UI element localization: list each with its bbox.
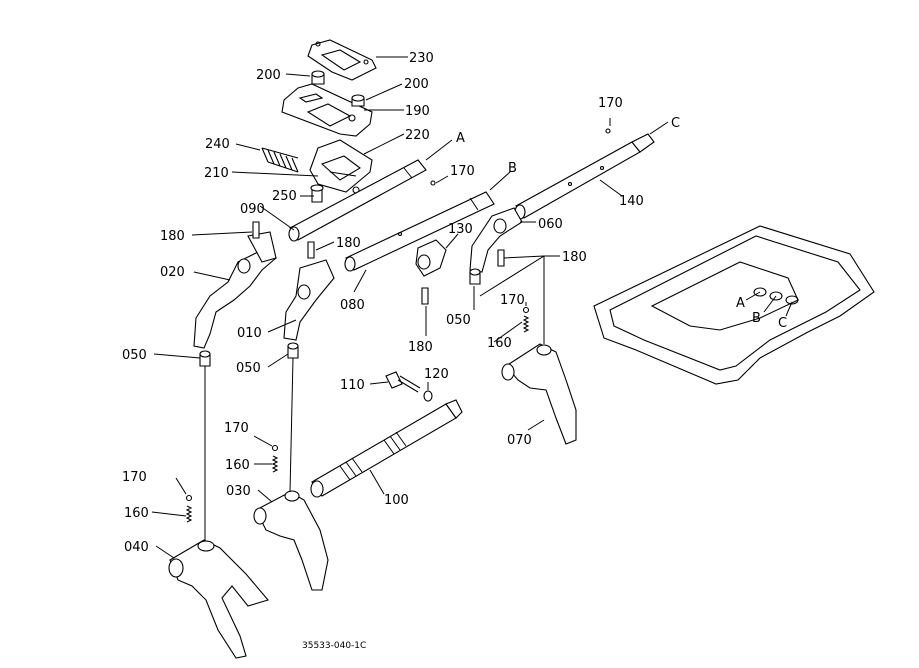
label-160-mid: 160	[225, 458, 250, 473]
plate-190	[281, 83, 373, 137]
pin-180-lower	[421, 287, 429, 305]
label-case-a: A	[736, 296, 745, 311]
detent-050-left	[199, 350, 211, 367]
dot-170-near-rod-b	[430, 180, 436, 186]
label-160-right: 160	[487, 336, 512, 351]
label-100: 100	[384, 493, 409, 508]
label-180-lower: 180	[408, 340, 433, 355]
pin-180-right	[497, 249, 505, 267]
label-080: 080	[340, 298, 365, 313]
label-130: 130	[448, 222, 473, 237]
arm-060	[469, 207, 523, 273]
label-170-left: 170	[122, 470, 147, 485]
label-240: 240	[205, 137, 230, 152]
label-020: 020	[160, 265, 185, 280]
label-170-mid: 170	[224, 421, 249, 436]
fork-arm-010	[283, 259, 335, 341]
label-200-lower: 200	[404, 77, 429, 92]
label-180-left: 180	[160, 229, 185, 244]
label-170-near-c: 170	[598, 96, 623, 111]
label-rod-a: A	[456, 131, 465, 146]
shaft-100	[310, 399, 463, 498]
fork-arm-020	[193, 231, 277, 349]
label-140: 140	[619, 194, 644, 209]
drawing-code: 35533-040-1C	[302, 641, 366, 651]
label-case-c: C	[778, 316, 787, 331]
label-090: 090	[240, 202, 265, 217]
label-230: 230	[409, 51, 434, 66]
label-170-right: 170	[500, 293, 525, 308]
label-170-near-b: 170	[450, 164, 475, 179]
label-180-right: 180	[562, 250, 587, 265]
leader-lines	[151, 56, 793, 559]
dot-170-near-rod-c	[605, 128, 611, 134]
label-040: 040	[124, 540, 149, 555]
label-220: 220	[405, 128, 430, 143]
fork-040	[168, 539, 269, 659]
ball-spring-160-170-mid	[271, 444, 279, 473]
label-200-upper: 200	[256, 68, 281, 83]
detent-050-mid	[287, 342, 299, 359]
ball-spring-160-170-left	[185, 494, 193, 523]
part-labels: 230 200 200 190 240 220 A 210 170 B 250 …	[122, 51, 787, 651]
bolt-200-upper	[311, 70, 325, 85]
rod-140	[514, 133, 655, 220]
label-110: 110	[340, 378, 365, 393]
rod-090	[288, 159, 427, 242]
transmission-case	[593, 225, 875, 385]
label-rod-c: C	[671, 116, 680, 131]
ball-spring-160-170-right	[522, 306, 530, 333]
label-050-mid: 050	[236, 361, 261, 376]
label-050-right: 050	[446, 313, 471, 328]
bolt-110	[385, 371, 421, 393]
arm-130	[415, 239, 447, 277]
detent-050-right	[469, 268, 481, 285]
bolt-200-lower	[351, 94, 365, 107]
fork-030	[253, 490, 329, 591]
label-120: 120	[424, 367, 449, 382]
label-050-left: 050	[122, 348, 147, 363]
pin-180-left	[252, 221, 260, 239]
label-030: 030	[226, 484, 251, 499]
washer-120	[423, 390, 433, 402]
label-case-b: B	[752, 311, 761, 326]
plate-230	[307, 39, 377, 81]
bolt-250	[310, 184, 324, 203]
label-010: 010	[237, 326, 262, 341]
label-250: 250	[272, 189, 297, 204]
fork-070	[501, 343, 577, 445]
label-180-mid: 180	[336, 236, 361, 251]
label-160-left: 160	[124, 506, 149, 521]
label-210: 210	[204, 166, 229, 181]
label-190: 190	[405, 104, 430, 119]
pin-180-mid	[307, 241, 315, 259]
spring-240	[261, 147, 299, 173]
bracket-220-210	[309, 139, 373, 194]
label-rod-b: B	[508, 161, 517, 176]
rod-080	[344, 191, 495, 272]
label-070: 070	[507, 433, 532, 448]
label-060: 060	[538, 217, 563, 232]
